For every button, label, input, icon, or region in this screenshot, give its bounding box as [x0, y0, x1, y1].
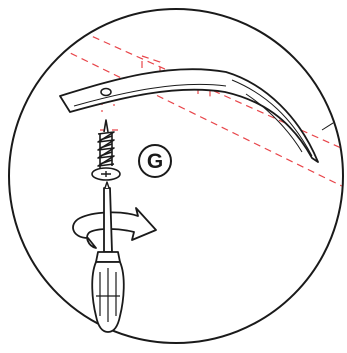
screw-hole — [101, 89, 111, 96]
detail-circle — [9, 9, 343, 343]
part-label-text: G — [147, 150, 163, 173]
part-label-badge: G — [139, 145, 171, 177]
